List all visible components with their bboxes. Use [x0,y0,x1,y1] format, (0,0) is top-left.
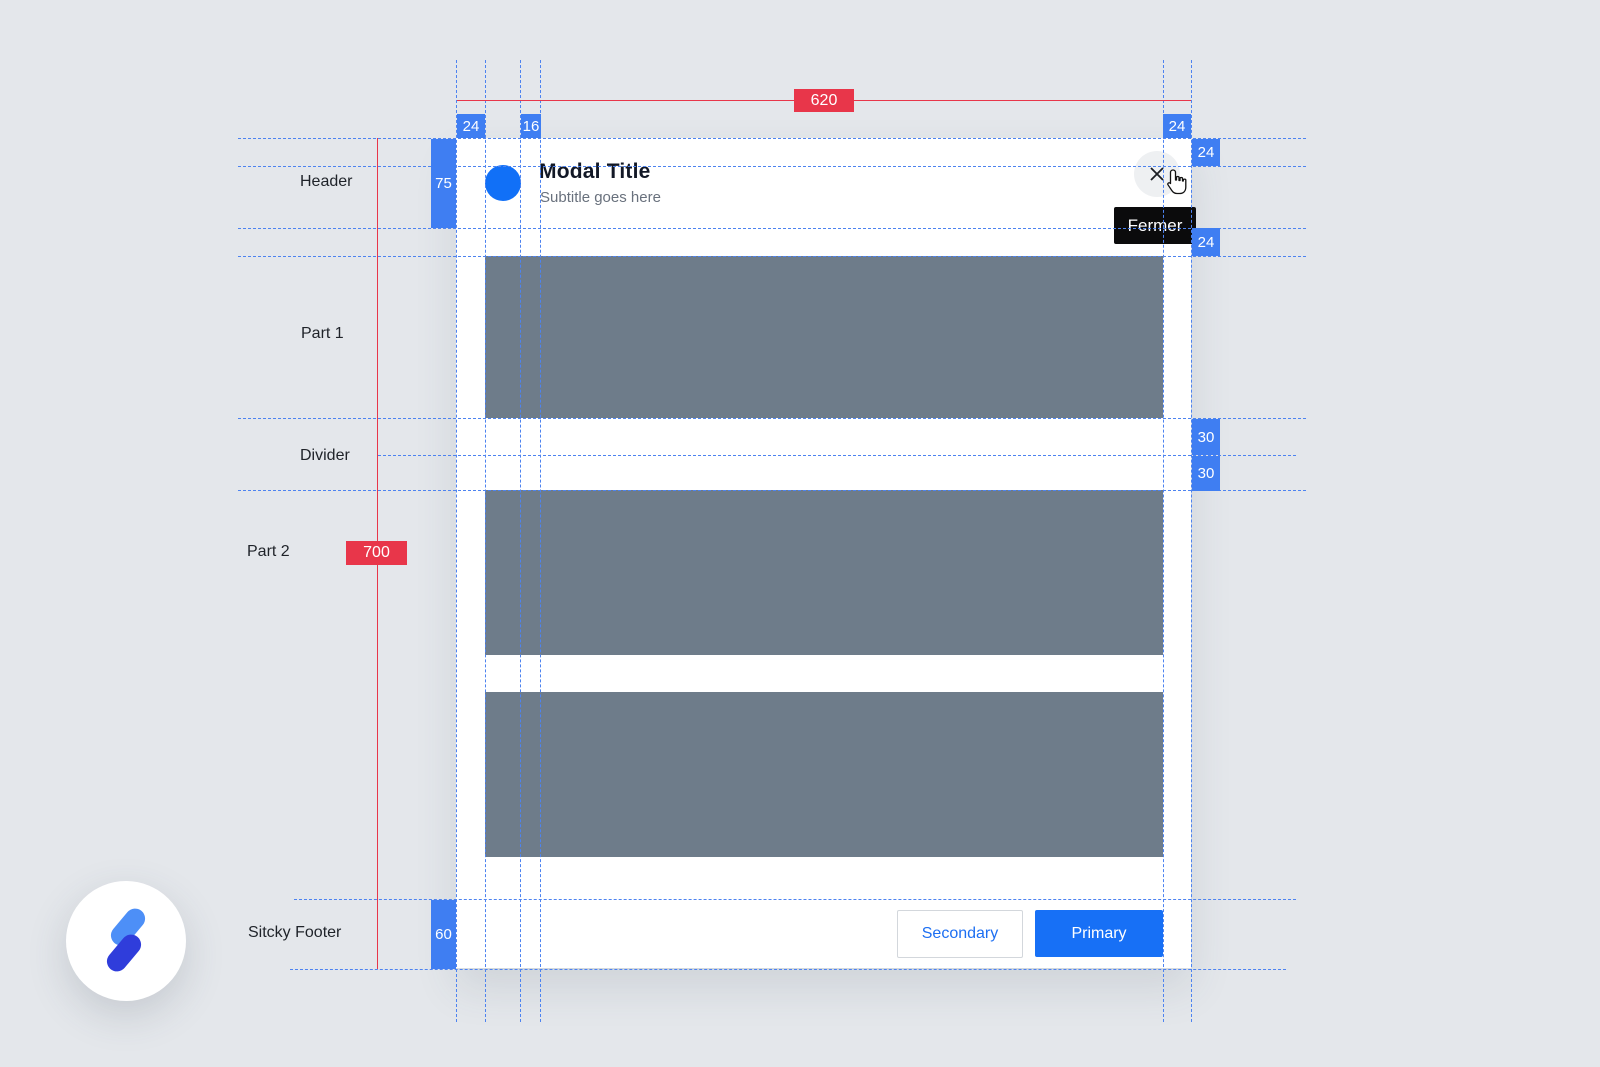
modal-avatar [485,165,521,201]
guide-divider-mid [378,455,1296,456]
primary-button[interactable]: Primary [1035,910,1163,957]
header-bottom-padding-tag: 24 [1192,228,1220,256]
section-label-header: Header [300,173,353,190]
guide-footer-bottom [290,969,1286,970]
header-top-padding-tag: 24 [1192,139,1220,166]
guide-modal-top [238,138,1306,139]
brand-logo-badge [66,881,186,1001]
guide-part1-top [238,256,1306,257]
modal-title: Modal Title [539,160,651,183]
header-height-tag: 75 [431,139,456,228]
padding-left-tag: 24 [457,114,485,138]
guide-avatar-right [520,60,521,1022]
guide-part1-bottom [238,418,1306,419]
avatar-gap-tag: 16 [521,114,541,138]
modal-width-label: 620 [794,89,854,112]
part2-placeholder-2 [485,692,1163,857]
padding-right-tag: 24 [1163,114,1191,138]
section-label-footer: Sitcky Footer [248,924,342,941]
guide-modal-left [456,60,457,1022]
divider-top-tag: 30 [1192,419,1220,455]
footer-height-tag: 60 [431,900,456,969]
guide-content-left [485,60,486,1022]
guide-header-padding-top [238,166,1306,167]
guide-header-bottom [238,228,1306,229]
close-icon [1150,167,1164,181]
guide-footer-top [294,899,1296,900]
modal-subtitle: Subtitle goes here [540,189,661,206]
hand-pointer-icon [1167,169,1187,195]
close-tooltip: Fermer [1114,207,1196,244]
secondary-button[interactable]: Secondary [897,910,1023,958]
section-label-part1: Part 1 [301,325,344,342]
guide-modal-right [1191,60,1192,1022]
part2-placeholder-1 [485,490,1163,655]
section-label-part2: Part 2 [247,543,290,560]
guide-content-right [1163,60,1164,1022]
divider-bottom-tag: 30 [1192,456,1220,491]
guide-part2-top [238,490,1306,491]
section-label-divider: Divider [300,447,350,464]
guide-text-left [540,60,541,1022]
brand-logo-icon [106,908,146,972]
total-height-label: 700 [346,541,407,565]
part1-placeholder [485,256,1163,418]
